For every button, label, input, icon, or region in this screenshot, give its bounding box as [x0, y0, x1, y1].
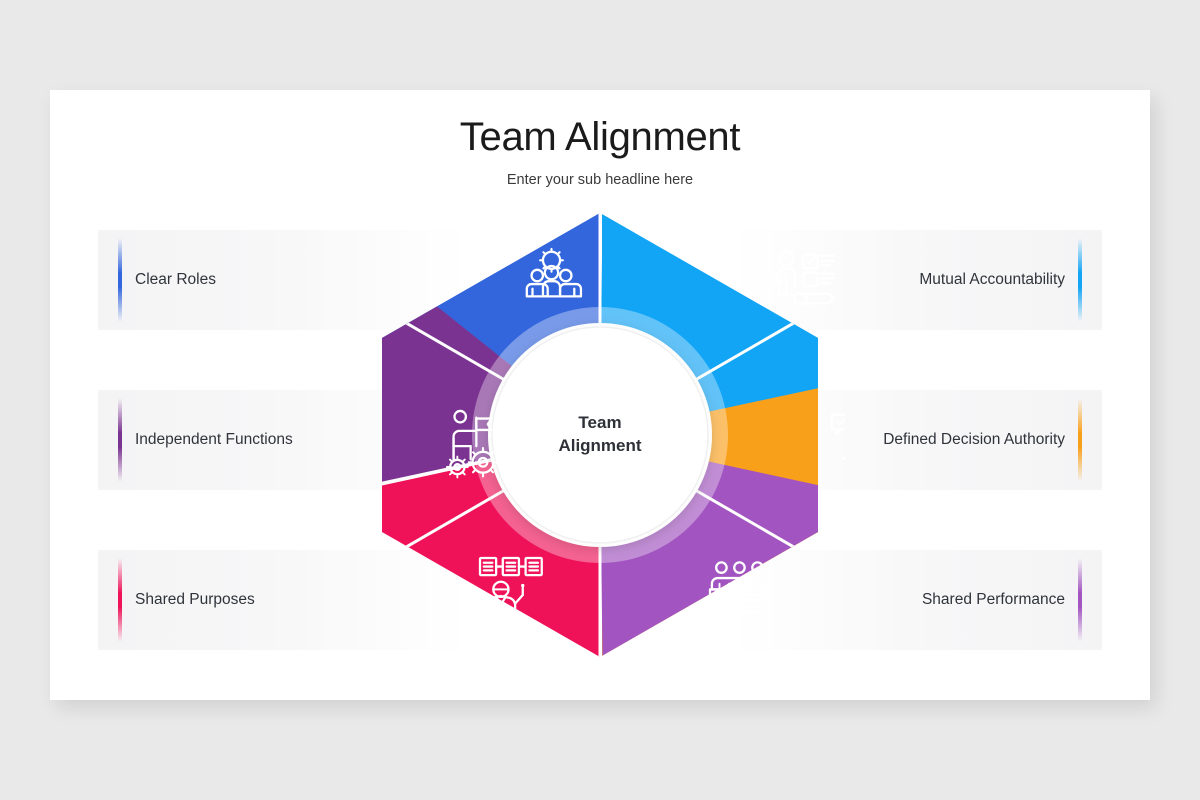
team-desk-icon — [708, 561, 771, 614]
person-checklist-pencil-icon — [774, 250, 836, 305]
people-gear-icon — [525, 247, 583, 298]
label-row-shared-performance[interactable]: Shared Performance — [732, 550, 1102, 650]
accent-bar — [118, 238, 122, 322]
label-text: Independent Functions — [135, 431, 293, 448]
accent-bar — [118, 558, 122, 642]
slide-canvas: Team Alignment Enter your sub headline h… — [50, 90, 1150, 700]
label-text: Shared Purposes — [135, 591, 255, 608]
hexagon-wheel-diagram: Team Alignment — [355, 205, 845, 665]
page-subtitle: Enter your sub headline here — [506, 172, 694, 188]
label-text: Shared Performance — [921, 591, 1065, 608]
label-row-mutual-accountability[interactable]: Mutual Accountability — [732, 230, 1102, 330]
presenter-orgchart-icon — [478, 556, 543, 619]
label-text: Mutual Accountability — [919, 271, 1065, 288]
label-text: Defined Decision Authority — [883, 431, 1065, 448]
person-flag-gears-icon — [445, 409, 499, 479]
accent-bar — [1078, 398, 1082, 482]
accent-bar — [118, 398, 122, 482]
label-row-clear-roles[interactable]: Clear Roles — [98, 230, 468, 330]
podium-decision-gear-icon — [830, 413, 845, 460]
accent-bar — [1078, 558, 1082, 642]
label-text: Clear Roles — [135, 271, 216, 288]
center-disc-inner — [491, 326, 709, 544]
page-title: Team Alignment — [459, 115, 741, 159]
label-row-shared-purposes[interactable]: Shared Purposes — [98, 550, 468, 650]
accent-bar — [1078, 238, 1082, 322]
